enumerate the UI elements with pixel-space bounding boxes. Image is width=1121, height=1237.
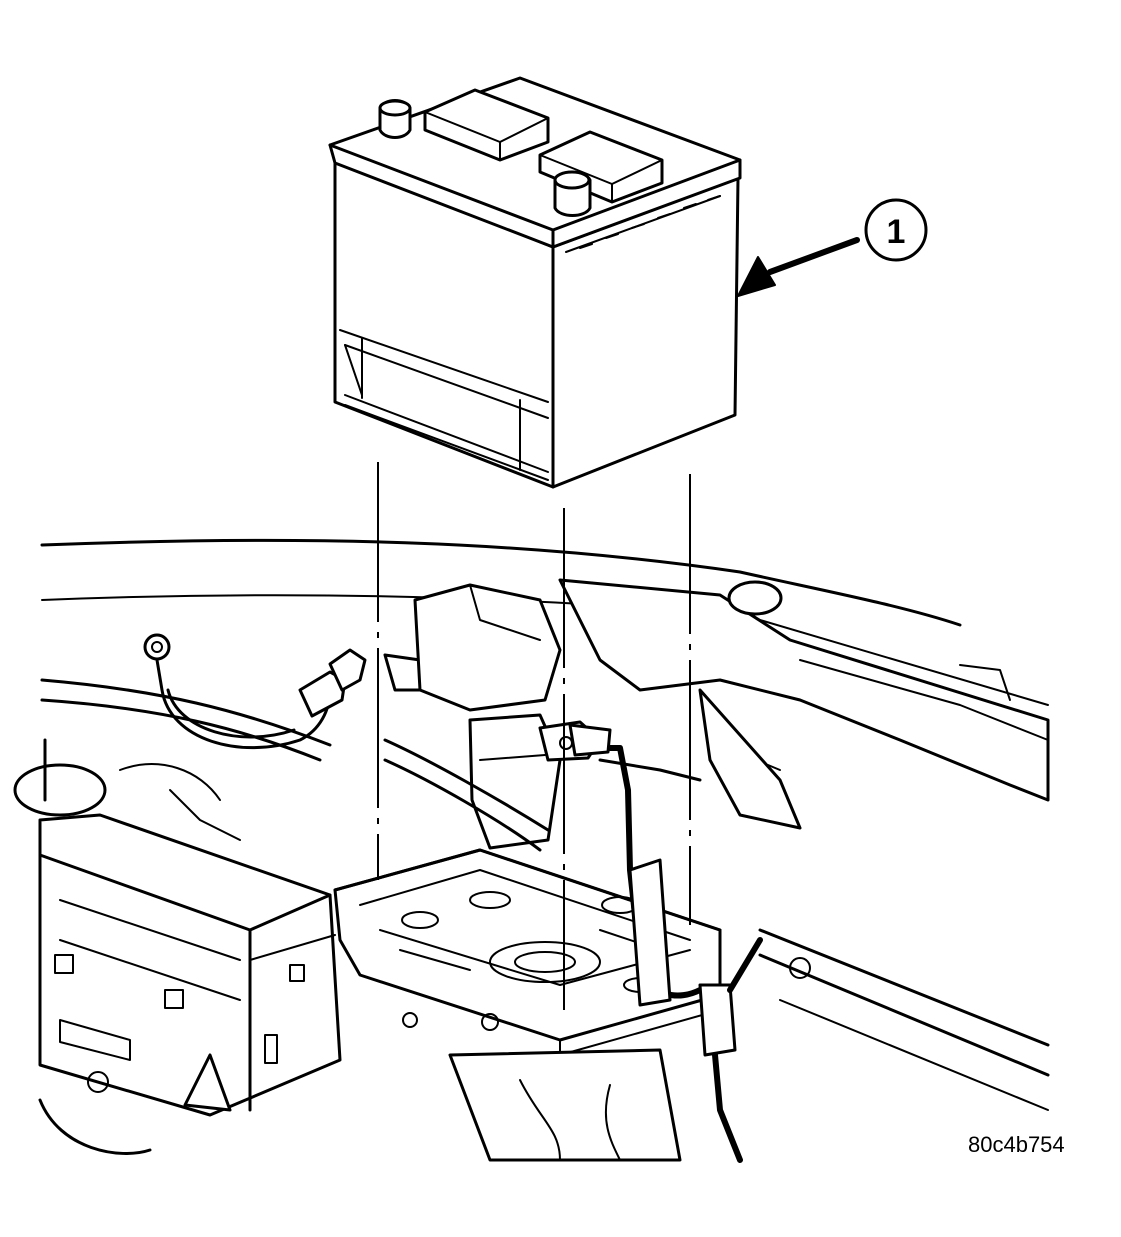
figure-code: 80c4b754 — [968, 1132, 1065, 1157]
callout-1: 1 — [737, 198, 928, 297]
callout-number: 1 — [887, 213, 906, 251]
battery-cable — [538, 720, 763, 1163]
callout-arrowhead-icon — [737, 256, 776, 297]
alignment-lines — [377, 462, 691, 1010]
battery — [328, 76, 742, 489]
callout-circle — [864, 198, 928, 262]
power-distribution-center — [38, 813, 342, 1155]
battery-tray — [333, 848, 722, 1162]
engine-compartment — [13, 538, 1050, 1111]
